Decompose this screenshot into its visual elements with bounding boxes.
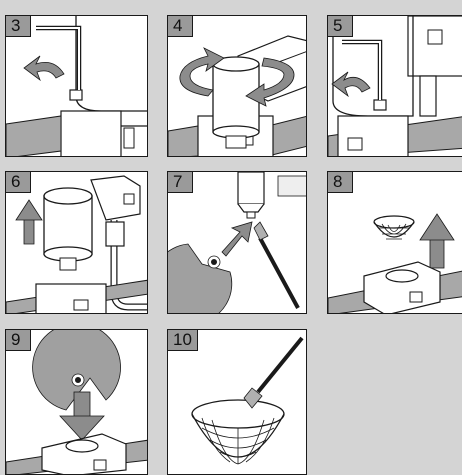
rotate-left-arrow-icon <box>24 56 64 80</box>
step-number: 5 <box>327 15 353 37</box>
step-number: 10 <box>167 329 198 351</box>
step-4-panel: 4 <box>167 15 307 157</box>
up-arrow-icon <box>420 214 454 240</box>
step-7-illustration <box>168 172 307 314</box>
step-5-illustration <box>328 16 462 157</box>
step-9-illustration <box>6 330 148 475</box>
step-number: 3 <box>5 15 31 37</box>
coil-icon <box>44 196 92 254</box>
step-9-panel: 9 <box>5 329 148 475</box>
step-7-panel: 7 <box>167 171 307 314</box>
step-number: 7 <box>167 171 193 193</box>
step-10-illustration <box>168 330 307 475</box>
step-number: 4 <box>167 15 193 37</box>
step-8-illustration <box>328 172 462 314</box>
rotate-left-arrow-icon <box>332 72 370 96</box>
step-10-panel: 10 <box>167 329 307 475</box>
step-3-panel: 3 <box>5 15 148 157</box>
step-3-illustration <box>6 16 148 157</box>
screw-icon <box>70 90 82 100</box>
brush-icon <box>254 222 268 240</box>
step-8-panel: 8 <box>327 171 462 314</box>
step-number: 8 <box>327 171 353 193</box>
step-number: 6 <box>5 171 31 193</box>
up-arrow-icon <box>16 200 42 220</box>
step-number: 9 <box>5 329 31 351</box>
inspect-eye-icon <box>168 244 232 314</box>
step-6-panel: 6 <box>5 171 148 314</box>
step-4-illustration <box>168 16 307 157</box>
arrow-icon <box>222 222 252 256</box>
step-5-panel: 5 <box>327 15 462 157</box>
step-6-illustration <box>6 172 148 314</box>
